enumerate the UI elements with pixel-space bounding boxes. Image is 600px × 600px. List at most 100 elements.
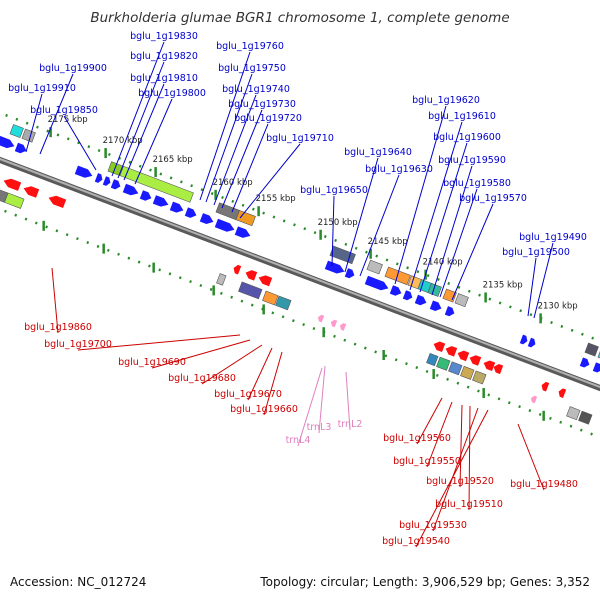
- scale-tick-label: 2155 kbp: [256, 194, 296, 204]
- trna-gene-label-leader: [345, 371, 351, 431]
- chromosome-backbone-highlight: [0, 157, 600, 389]
- forward-gene-arrow: [389, 285, 402, 296]
- reverse-gene-arrow: [558, 388, 567, 399]
- cog-category-block: [235, 209, 256, 227]
- forward-gene-label: bglu_1g19850: [30, 105, 98, 116]
- scale-tick-label: 2140 kbp: [423, 258, 463, 268]
- forward-gene-label-leader: [213, 94, 257, 206]
- forward-gene-label: bglu_1g19800: [138, 88, 206, 99]
- cog-category-block: [566, 406, 581, 421]
- forward-gene-arrow: [94, 173, 103, 183]
- forward-gene-label-leader: [359, 174, 400, 277]
- forward-gene-arrow: [139, 190, 152, 201]
- forward-gene-arrow: [324, 260, 345, 274]
- outer-scale-track: [5, 113, 600, 343]
- reverse-gene-arrow: [445, 346, 458, 357]
- forward-gene-arrow: [234, 226, 251, 238]
- accession-label: Accession: NC_012724: [10, 575, 147, 589]
- forward-gene-label-leader: [39, 73, 74, 155]
- cog-category-block: [215, 202, 240, 221]
- forward-gene-label: bglu_1g19830: [130, 31, 198, 42]
- forward-gene-label: bglu_1g19650: [300, 185, 368, 196]
- reverse-gene-arrow: [433, 341, 446, 353]
- forward-gene-label: bglu_1g19820: [130, 51, 198, 62]
- reverse-gene-label-leader: [459, 404, 463, 488]
- forward-gene-label: bglu_1g19620: [412, 95, 480, 106]
- forward-gene-arrow: [214, 218, 235, 232]
- forward-gene-label: bglu_1g19630: [365, 164, 433, 175]
- forward-gene-label-leader: [394, 105, 447, 285]
- reverse-gene-arrow: [483, 360, 496, 372]
- reverse-gene-label-leader: [468, 405, 471, 511]
- cog-category-block: [427, 282, 442, 297]
- forward-gene-label-leader: [111, 41, 165, 177]
- reverse-gene-label-leader: [51, 267, 59, 334]
- scale-tick-label: 2165 kbp: [153, 155, 193, 165]
- reverse-gene-arrow: [48, 195, 67, 209]
- forward-gene-arrow: [364, 275, 389, 291]
- forward-gene-arrow: [0, 135, 15, 149]
- forward-gene-arrow: [414, 294, 427, 306]
- forward-gene-label: bglu_1g19500: [502, 247, 570, 258]
- forward-gene-label: bglu_1g19750: [218, 63, 286, 74]
- reverse-gene-label: bglu_1g19550: [393, 456, 461, 467]
- reverse-gene-label: bglu_1g19560: [383, 433, 451, 444]
- cog-category-block: [454, 293, 469, 308]
- reverse-gene-label: bglu_1g19530: [399, 520, 467, 531]
- forward-gene-label: bglu_1g19720: [234, 113, 302, 124]
- genome-summary: Topology: circular; Length: 3,906,529 bp…: [260, 575, 590, 589]
- forward-gene-label-leader: [527, 257, 537, 317]
- forward-gene-label: bglu_1g19910: [8, 83, 76, 94]
- scale-tick-label: 2170 kbp: [103, 136, 143, 146]
- cog-category-block: [436, 356, 451, 371]
- cog-category-block: [472, 370, 487, 385]
- forward-gene-arrow: [110, 179, 121, 190]
- forward-gene-arrow: [444, 306, 455, 317]
- reverse-gene-label-leader: [416, 397, 443, 445]
- reverse-gene-arrow: [493, 363, 504, 375]
- forward-gene-arrow: [14, 142, 27, 154]
- forward-gene-label-leader: [533, 242, 554, 319]
- cog-category-block: [448, 361, 463, 376]
- forward-gene-label: bglu_1g19760: [216, 41, 284, 52]
- reverse-gene-label: bglu_1g19680: [168, 373, 236, 384]
- cog-category-block: [460, 365, 475, 380]
- reverse-gene-arrow: [233, 264, 242, 275]
- forward-gene-arrow: [579, 357, 590, 368]
- trna-gene-label-leader: [297, 367, 323, 447]
- cog-category-block: [216, 273, 227, 286]
- cog-category-block: [4, 192, 25, 209]
- forward-gene-arrow: [527, 337, 536, 348]
- cog-category-block: [426, 352, 439, 367]
- cog-category-block: [238, 281, 263, 300]
- scale-tick-label: 2135 kbp: [483, 280, 523, 290]
- cog-category-block: [21, 128, 36, 143]
- cog-category-block: [597, 350, 600, 359]
- reverse-gene-label: bglu_1g19670: [214, 389, 282, 400]
- reverse-gene-label-leader: [263, 351, 283, 416]
- forward-gene-label-leader: [331, 195, 335, 267]
- map-title: Burkholderia glumae BGR1 chromosome 1, c…: [90, 10, 510, 26]
- forward-gene-label-leader: [419, 142, 468, 293]
- reverse-gene-label-leader: [247, 347, 273, 401]
- forward-gene-label-leader: [117, 61, 165, 179]
- trna-gene-label-leader: [318, 365, 326, 434]
- forward-gene-label: bglu_1g19610: [428, 111, 496, 122]
- forward-gene-label: bglu_1g19570: [459, 193, 527, 204]
- reverse-gene-label-leader: [201, 344, 263, 385]
- forward-gene-label-leader: [123, 83, 165, 181]
- forward-gene-label: bglu_1g19640: [344, 147, 412, 158]
- cog-category-block: [442, 288, 457, 303]
- trna-gene-label: trnL4: [286, 435, 311, 446]
- cog-category-block: [366, 259, 383, 275]
- inner-scale-track: [0, 207, 600, 439]
- forward-gene-label-leader: [221, 109, 263, 209]
- reverse-gene-label: bglu_1g19860: [24, 322, 92, 333]
- cog-category-block: [262, 290, 279, 306]
- reverse-gene-label: bglu_1g19510: [435, 499, 503, 510]
- scale-tick-label: 2150 kbp: [318, 218, 358, 228]
- reverse-gene-arrow: [258, 275, 273, 287]
- forward-gene-label-leader: [344, 157, 379, 273]
- forward-gene-arrow: [199, 213, 214, 224]
